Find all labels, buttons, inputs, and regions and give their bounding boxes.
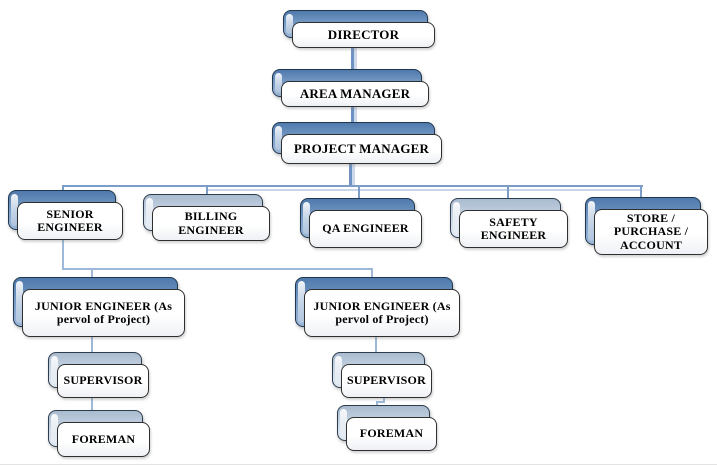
node-label: SUPERVISOR bbox=[63, 373, 143, 388]
connector-line bbox=[376, 401, 378, 406]
connector-line bbox=[358, 185, 360, 199]
node-front-panel: FOREMAN bbox=[346, 417, 437, 451]
connector-line bbox=[351, 47, 354, 70]
node-label: QA ENGINEER bbox=[322, 221, 409, 236]
org-node-junior-engineer-1: JUNIOR ENGINEER (As pervol of Project) bbox=[13, 277, 185, 337]
node-front-panel: BILLING ENGINEER bbox=[152, 206, 270, 241]
connector-line bbox=[507, 185, 509, 199]
node-front-panel: SAFETY ENGINEER bbox=[459, 210, 568, 248]
node-front-panel: DIRECTOR bbox=[292, 22, 435, 48]
node-front-panel: SUPERVISOR bbox=[57, 364, 149, 398]
org-node-store-purchase-account: STORE / PURCHASE / ACCOUNT bbox=[585, 197, 708, 255]
connector-line bbox=[376, 401, 385, 403]
node-label: PROJECT MANAGER bbox=[293, 140, 430, 156]
node-front-panel: FOREMAN bbox=[57, 422, 150, 457]
connector-line bbox=[63, 185, 643, 187]
connector-line bbox=[375, 337, 377, 353]
node-label: SAFETY ENGINEER bbox=[480, 214, 547, 242]
org-node-foreman-1: FOREMAN bbox=[48, 410, 150, 457]
node-label: SUPERVISOR bbox=[347, 373, 426, 388]
connector-line bbox=[62, 268, 373, 270]
connector-line bbox=[208, 189, 642, 191]
node-label: FOREMAN bbox=[71, 431, 136, 446]
node-label: FOREMAN bbox=[359, 426, 424, 441]
connector-line bbox=[91, 268, 93, 278]
node-label: AREA MANAGER bbox=[299, 85, 411, 101]
connector-line bbox=[62, 185, 64, 191]
org-node-junior-engineer-2: JUNIOR ENGINEER (As pervol of Project) bbox=[295, 277, 460, 337]
connector-line bbox=[371, 268, 373, 278]
org-node-area-manager: AREA MANAGER bbox=[272, 69, 429, 107]
org-node-director: DIRECTOR bbox=[283, 10, 435, 48]
connector-line bbox=[640, 185, 642, 198]
node-label: JUNIOR ENGINEER (As pervol of Project) bbox=[34, 298, 173, 326]
node-front-panel: SENIOR ENGINEER bbox=[17, 202, 123, 240]
org-node-billing-engineer: BILLING ENGINEER bbox=[143, 194, 270, 241]
node-front-panel: QA ENGINEER bbox=[309, 210, 422, 248]
node-label: SENIOR ENGINEER bbox=[37, 206, 103, 234]
node-label: JUNIOR ENGINEER (As pervol of Project) bbox=[313, 298, 451, 326]
node-front-panel: AREA MANAGER bbox=[281, 81, 429, 107]
node-label: STORE / PURCHASE / ACCOUNT bbox=[613, 210, 689, 252]
node-front-panel: SUPERVISOR bbox=[341, 364, 432, 398]
connector-line bbox=[383, 398, 385, 403]
node-front-panel: PROJECT MANAGER bbox=[281, 134, 442, 164]
connector-line bbox=[91, 337, 93, 353]
connector-line bbox=[62, 240, 64, 270]
node-label: BILLING ENGINEER bbox=[178, 209, 244, 237]
org-node-project-manager: PROJECT MANAGER bbox=[272, 122, 442, 164]
connector-line bbox=[351, 106, 354, 123]
org-node-qa-engineer: QA ENGINEER bbox=[300, 198, 422, 248]
org-node-supervisor-2: SUPERVISOR bbox=[332, 352, 432, 398]
org-node-foreman-2: FOREMAN bbox=[337, 405, 437, 451]
connector-line bbox=[206, 185, 208, 195]
node-front-panel: JUNIOR ENGINEER (As pervol of Project) bbox=[22, 289, 185, 337]
node-label: DIRECTOR bbox=[327, 26, 400, 42]
node-front-panel: JUNIOR ENGINEER (As pervol of Project) bbox=[304, 289, 460, 337]
org-node-safety-engineer: SAFETY ENGINEER bbox=[450, 198, 568, 248]
node-front-panel: STORE / PURCHASE / ACCOUNT bbox=[594, 209, 708, 255]
connector-line bbox=[349, 162, 352, 186]
org-node-supervisor-1: SUPERVISOR bbox=[48, 352, 149, 398]
connector-line bbox=[91, 398, 93, 411]
org-node-senior-engineer: SENIOR ENGINEER bbox=[8, 190, 123, 240]
